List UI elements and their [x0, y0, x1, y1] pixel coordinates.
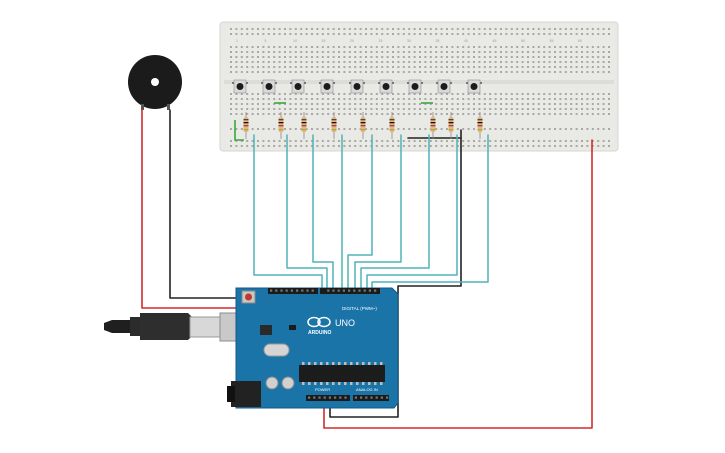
- jumper-wire[interactable]: [234, 120, 244, 141]
- piezo-buzzer[interactable]: [128, 55, 182, 110]
- usb-chip: [260, 325, 272, 335]
- button-7-signal-wire[interactable]: [360, 134, 430, 291]
- resistor-6[interactable]: [389, 112, 395, 139]
- column-number: 50: [521, 39, 525, 43]
- column-number: 40: [464, 39, 468, 43]
- pushbutton-1[interactable]: [232, 79, 248, 94]
- column-number: 45: [493, 39, 497, 43]
- usb-cable[interactable]: [104, 312, 259, 342]
- column-number: 35: [436, 39, 440, 43]
- arduino-uno-board[interactable]: DIGITAL (PWM~) ARDUINO UNO POWER ANALOG …: [227, 287, 399, 409]
- arduino-logo: [307, 316, 331, 328]
- button-1-signal-wire[interactable]: [253, 134, 323, 291]
- crystal-oscillator: [263, 343, 290, 357]
- power-jack[interactable]: [231, 381, 261, 407]
- arduino-model-text: UNO: [335, 318, 355, 328]
- resistor-4[interactable]: [331, 112, 337, 139]
- power-header: [306, 395, 350, 401]
- tx-rx-leds: [289, 325, 296, 330]
- column-number: 20: [350, 39, 354, 43]
- column-number: 10: [293, 39, 297, 43]
- resistor-8[interactable]: [448, 112, 454, 139]
- button-2-signal-wire[interactable]: [286, 134, 328, 291]
- resistor-9[interactable]: [477, 112, 483, 139]
- reset-button-cap: [245, 293, 252, 301]
- breadboard-holes: [230, 28, 610, 147]
- analog-header-label: ANALOG IN: [356, 387, 378, 392]
- resistor-row: [243, 112, 483, 139]
- pushbutton-row: [232, 79, 482, 94]
- digital-pins: [270, 289, 377, 292]
- column-number: 1: [236, 39, 238, 43]
- resistor-5[interactable]: [360, 112, 366, 139]
- resistor-7[interactable]: [430, 112, 436, 139]
- pushbutton-9[interactable]: [466, 79, 482, 94]
- column-number: 60: [578, 39, 582, 43]
- power-rail-wire[interactable]: [323, 139, 593, 429]
- power-header-label: POWER: [315, 387, 330, 392]
- resistor-3[interactable]: [301, 112, 307, 139]
- pushbutton-8[interactable]: [436, 79, 452, 94]
- button-5-signal-wire[interactable]: [347, 134, 373, 291]
- column-number: 30: [407, 39, 411, 43]
- column-number: 15: [322, 39, 326, 43]
- button-9-signal-wire[interactable]: [371, 134, 489, 291]
- resistor-2[interactable]: [278, 112, 284, 139]
- column-number: 55: [550, 39, 554, 43]
- button-6-signal-wire[interactable]: [354, 134, 402, 291]
- pushbutton-2[interactable]: [261, 79, 277, 94]
- pushbutton-6[interactable]: [378, 79, 394, 94]
- digital-header-label: DIGITAL (PWM~): [342, 306, 377, 311]
- bottom-pins: [308, 396, 389, 399]
- button-3-signal-wire[interactable]: [312, 134, 334, 291]
- capacitor: [281, 376, 295, 390]
- button-8-signal-wire[interactable]: [366, 134, 458, 291]
- atmega328-chip: [299, 365, 385, 382]
- pushbutton-5[interactable]: [349, 79, 365, 94]
- pushbutton-3[interactable]: [290, 79, 306, 94]
- column-number: 25: [379, 39, 383, 43]
- resistor-1[interactable]: [243, 112, 249, 139]
- arduino-brand-text: ARDUINO: [308, 330, 331, 336]
- column-number: 5: [265, 39, 267, 43]
- chip-pins: [302, 362, 383, 385]
- capacitor: [265, 376, 279, 390]
- pushbutton-7[interactable]: [407, 79, 423, 94]
- pushbutton-4[interactable]: [319, 79, 335, 94]
